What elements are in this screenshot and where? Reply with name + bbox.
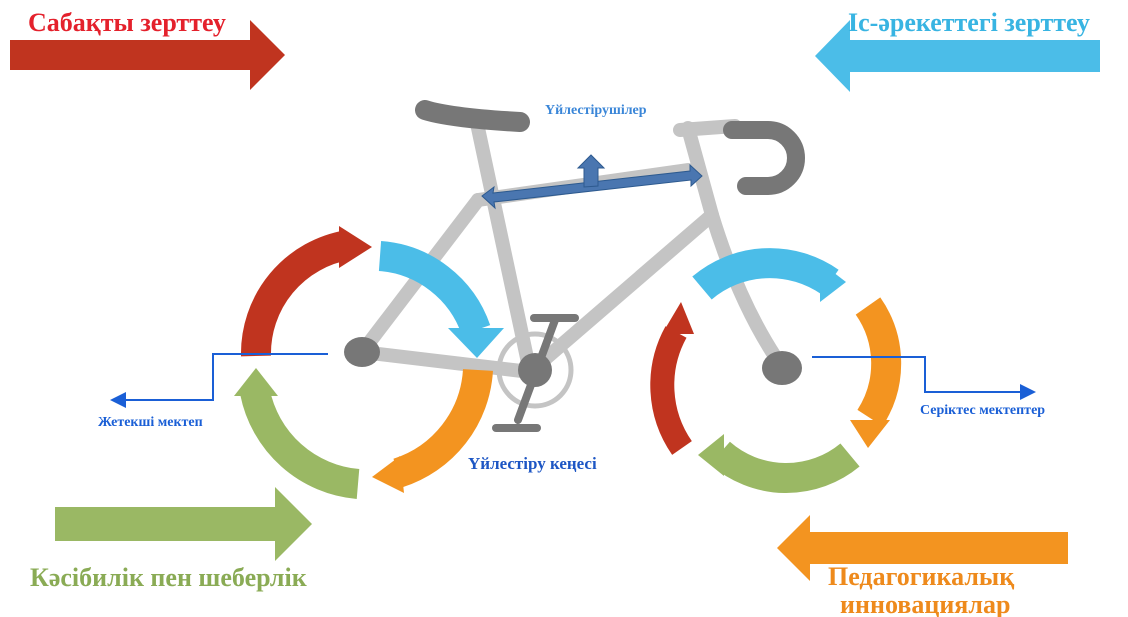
label-innovations-line1: Педагогикалық bbox=[828, 562, 1015, 591]
label-innovations-line2: инновациялар bbox=[840, 590, 1011, 617]
orange-arrow-left bbox=[777, 515, 1068, 581]
red-arrow-right bbox=[10, 20, 285, 90]
label-partner-schools: Серіктес мектептер bbox=[920, 403, 1046, 418]
bottom-bracket bbox=[518, 353, 552, 387]
blue-arrow-left bbox=[815, 20, 1100, 92]
rear-hub bbox=[344, 337, 380, 367]
label-action-research: Іс-әрекеттегі зерттеу bbox=[848, 8, 1090, 37]
front-wheel-cycle bbox=[650, 248, 902, 493]
lead-school-connector bbox=[110, 353, 328, 408]
label-lead-school: Жетекші мектеп bbox=[98, 415, 203, 430]
label-professionalism: Кәсібилік пен шеберлік bbox=[30, 563, 307, 592]
green-arrow-right bbox=[55, 487, 312, 561]
bicycle-frame bbox=[355, 119, 783, 379]
saddle bbox=[415, 100, 530, 132]
label-lesson-study: Сабақты зерттеу bbox=[28, 8, 226, 37]
chainring bbox=[496, 331, 574, 409]
partner-schools-connector bbox=[812, 356, 1036, 400]
label-coordination-council: Үйлестіру кеңесі bbox=[468, 454, 597, 473]
coordinators-double-arrow bbox=[481, 154, 703, 210]
front-hub bbox=[762, 351, 802, 385]
handlebar bbox=[723, 121, 805, 195]
rear-wheel-cycle bbox=[234, 226, 504, 499]
label-coordinators: Үйлестірушілер bbox=[545, 103, 647, 118]
